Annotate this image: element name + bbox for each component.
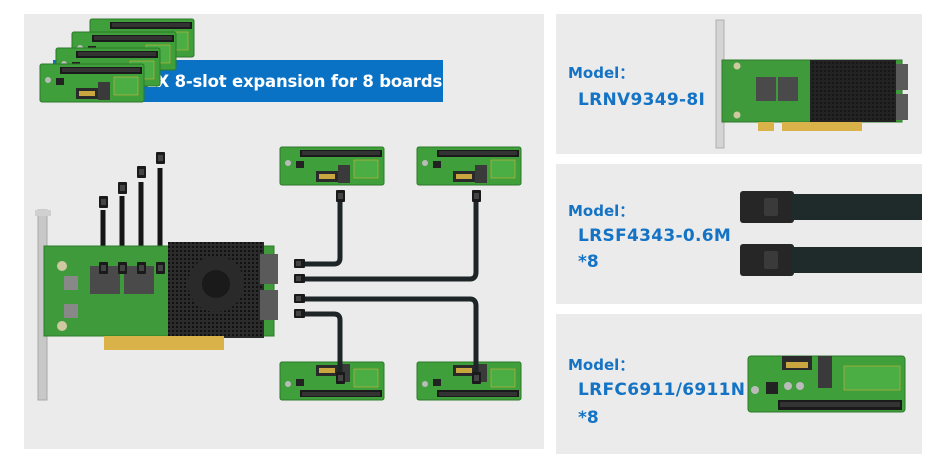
slimsas-cable-image — [740, 191, 922, 276]
expansion-diagram — [35, 18, 522, 401]
model-name: LRSF4343-0.6M — [578, 226, 732, 246]
product-card-lrfc6911: Model： LRFC6911/6911N *8 — [556, 314, 922, 454]
riser-board-image — [747, 355, 906, 413]
model-quantity: *8 — [578, 252, 599, 272]
model-name: LRFC6911/6911N — [578, 380, 746, 400]
riser-board — [416, 361, 522, 401]
pcie-card-image — [715, 19, 908, 149]
host-pcie-card — [35, 209, 278, 401]
model-label: Model： — [568, 64, 635, 82]
model-label: Model： — [568, 202, 635, 220]
cable-connector — [740, 244, 922, 276]
riser-board — [416, 146, 522, 186]
model-quantity: *8 — [578, 408, 599, 428]
model-label: Model： — [568, 356, 635, 374]
model-name: LRNV9349-8I — [578, 90, 706, 110]
routed-cables — [302, 202, 479, 374]
riser-board — [39, 63, 145, 103]
riser-board — [279, 361, 385, 401]
stacked-riser-boards — [39, 18, 195, 103]
riser-board — [279, 146, 385, 186]
product-card-lrsf4343: Model： LRSF4343-0.6M *8 — [556, 164, 922, 304]
diagram-panel: PCIe 3.0 PLX 8-slot expansion for 8 boar… — [24, 14, 544, 449]
cable-connector — [740, 191, 922, 223]
product-card-lrnv9349: Model： LRNV9349-8I — [556, 14, 922, 154]
